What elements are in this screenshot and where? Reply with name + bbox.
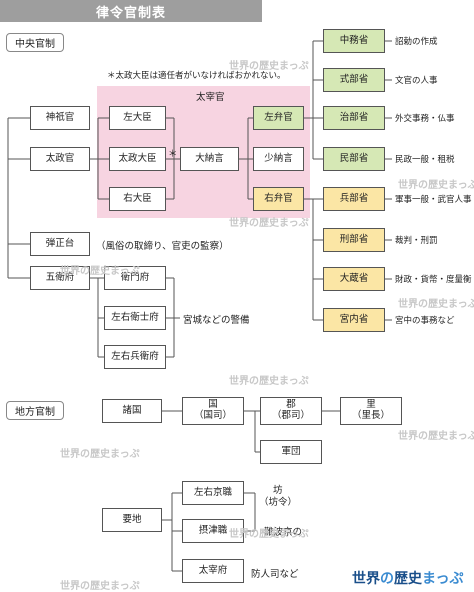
ministry-box: 民部省: [323, 147, 385, 171]
watermark: 世界の歴史まっぷ: [398, 431, 474, 442]
gun-label: 郡: [286, 399, 296, 411]
dajodaijin-box: 太政大臣: [109, 147, 166, 171]
ministry-duty: 軍事一般・武官人事: [395, 195, 472, 205]
udaijin-box: 右大臣: [109, 187, 166, 211]
ministry-box: 大蔵省: [323, 267, 385, 291]
sadaijin-box: 左大臣: [109, 106, 166, 130]
ministry-duty: 詔勅の作成: [395, 37, 438, 47]
danjodai-box: 弾正台: [30, 232, 90, 256]
ubenkan-box: 右弁官: [253, 187, 304, 211]
watermark: 世界の歴史まっぷ: [398, 180, 474, 191]
logo-part: の: [380, 571, 394, 587]
kuni-label: 国: [208, 399, 218, 411]
dajodaijin-asterisk: ＊: [168, 149, 178, 160]
gundan-box: 軍団: [260, 440, 322, 464]
kuni-box: 国 （国司）: [182, 397, 244, 425]
central-section-label: 中央官制: [6, 33, 64, 52]
logo-part: まっぷ: [422, 571, 464, 587]
ministry-box: 宮内省: [323, 308, 385, 332]
sakyoshiki-box: 左右京職: [182, 481, 244, 505]
watermark: 世界の歴史まっぷ: [229, 61, 309, 72]
settsushiki-box: 摂津職: [182, 519, 244, 543]
dainagon-box: 大納言: [180, 147, 239, 171]
dazaifu-note: 防人司など: [251, 569, 299, 580]
ministry-duty: 裁判・刑罰: [395, 236, 438, 246]
ministry-box: 兵部省: [323, 187, 385, 211]
ministry-box: 刑部省: [323, 228, 385, 252]
shokoku-box: 諸国: [102, 399, 162, 423]
gun-box: 郡 （郡司）: [260, 397, 322, 425]
ministry-duty: 外交事務・仏事: [395, 114, 455, 124]
emonfu-box: 衛門府: [104, 266, 166, 290]
bo-label: 坊: [273, 485, 283, 496]
watermark: 世界の歴史まっぷ: [229, 376, 309, 387]
sabenkan-box: 左弁官: [253, 106, 304, 130]
ministry-duty: 民政一般・租税: [395, 155, 455, 165]
local-section-label: 地方官制: [6, 401, 64, 420]
gunji-label: （郡司）: [271, 410, 310, 421]
sato-label: 里: [366, 399, 376, 411]
bocho-label: （坊令）: [259, 497, 298, 508]
page-title: 律令官制表: [0, 0, 262, 22]
site-logo: 世界の歴史まっぷ: [352, 568, 463, 588]
watermark: 世界の歴史まっぷ: [60, 449, 140, 460]
daijokan-box: 太政官: [30, 147, 90, 171]
watermark: 世界の歴史まっぷ: [60, 266, 140, 277]
ministry-box: 治部省: [323, 106, 385, 130]
goefu-box: 五衛府: [30, 266, 90, 290]
sato-box: 里 （里長）: [340, 397, 402, 425]
naniwa-label: 難波京の: [264, 527, 303, 538]
ministry-duty: 宮中の事務など: [395, 316, 455, 326]
ministry-box: 式部省: [323, 68, 385, 92]
watermark: 世界の歴史まっぷ: [229, 529, 309, 540]
jingikan-box: 神祇官: [30, 106, 90, 130]
shonagon-box: 少納言: [253, 147, 304, 171]
richo-label: （里長）: [351, 410, 390, 421]
watermark: 世界の歴史まっぷ: [229, 218, 309, 229]
dajodaijin-note: ＊太政大臣は適任者がいなければおかれない。: [107, 71, 286, 81]
danjodai-note: （風俗の取締り、官吏の監察）: [96, 241, 229, 252]
dazaifu-box: 太宰府: [182, 559, 244, 583]
daijokan-area-label: 太宰官: [196, 92, 225, 103]
ministry-duty: 財政・貨幣・度量衡: [395, 275, 472, 285]
ministry-box: 中務省: [323, 29, 385, 53]
logo-part: 世界: [352, 571, 380, 587]
logo-part: 歴史: [394, 571, 422, 587]
hyoefu-box: 左右兵衛府: [104, 345, 166, 369]
guard-note: 宮城などの警備: [183, 315, 250, 326]
watermark: 世界の歴史まっぷ: [60, 581, 140, 592]
kokushi-label: （国司）: [193, 410, 232, 421]
yochi-box: 要地: [102, 508, 162, 532]
saeifu-box: 左右衛士府: [104, 306, 166, 330]
ministry-duty: 文官の人事: [395, 76, 438, 86]
watermark: 世界の歴史まっぷ: [398, 299, 474, 310]
